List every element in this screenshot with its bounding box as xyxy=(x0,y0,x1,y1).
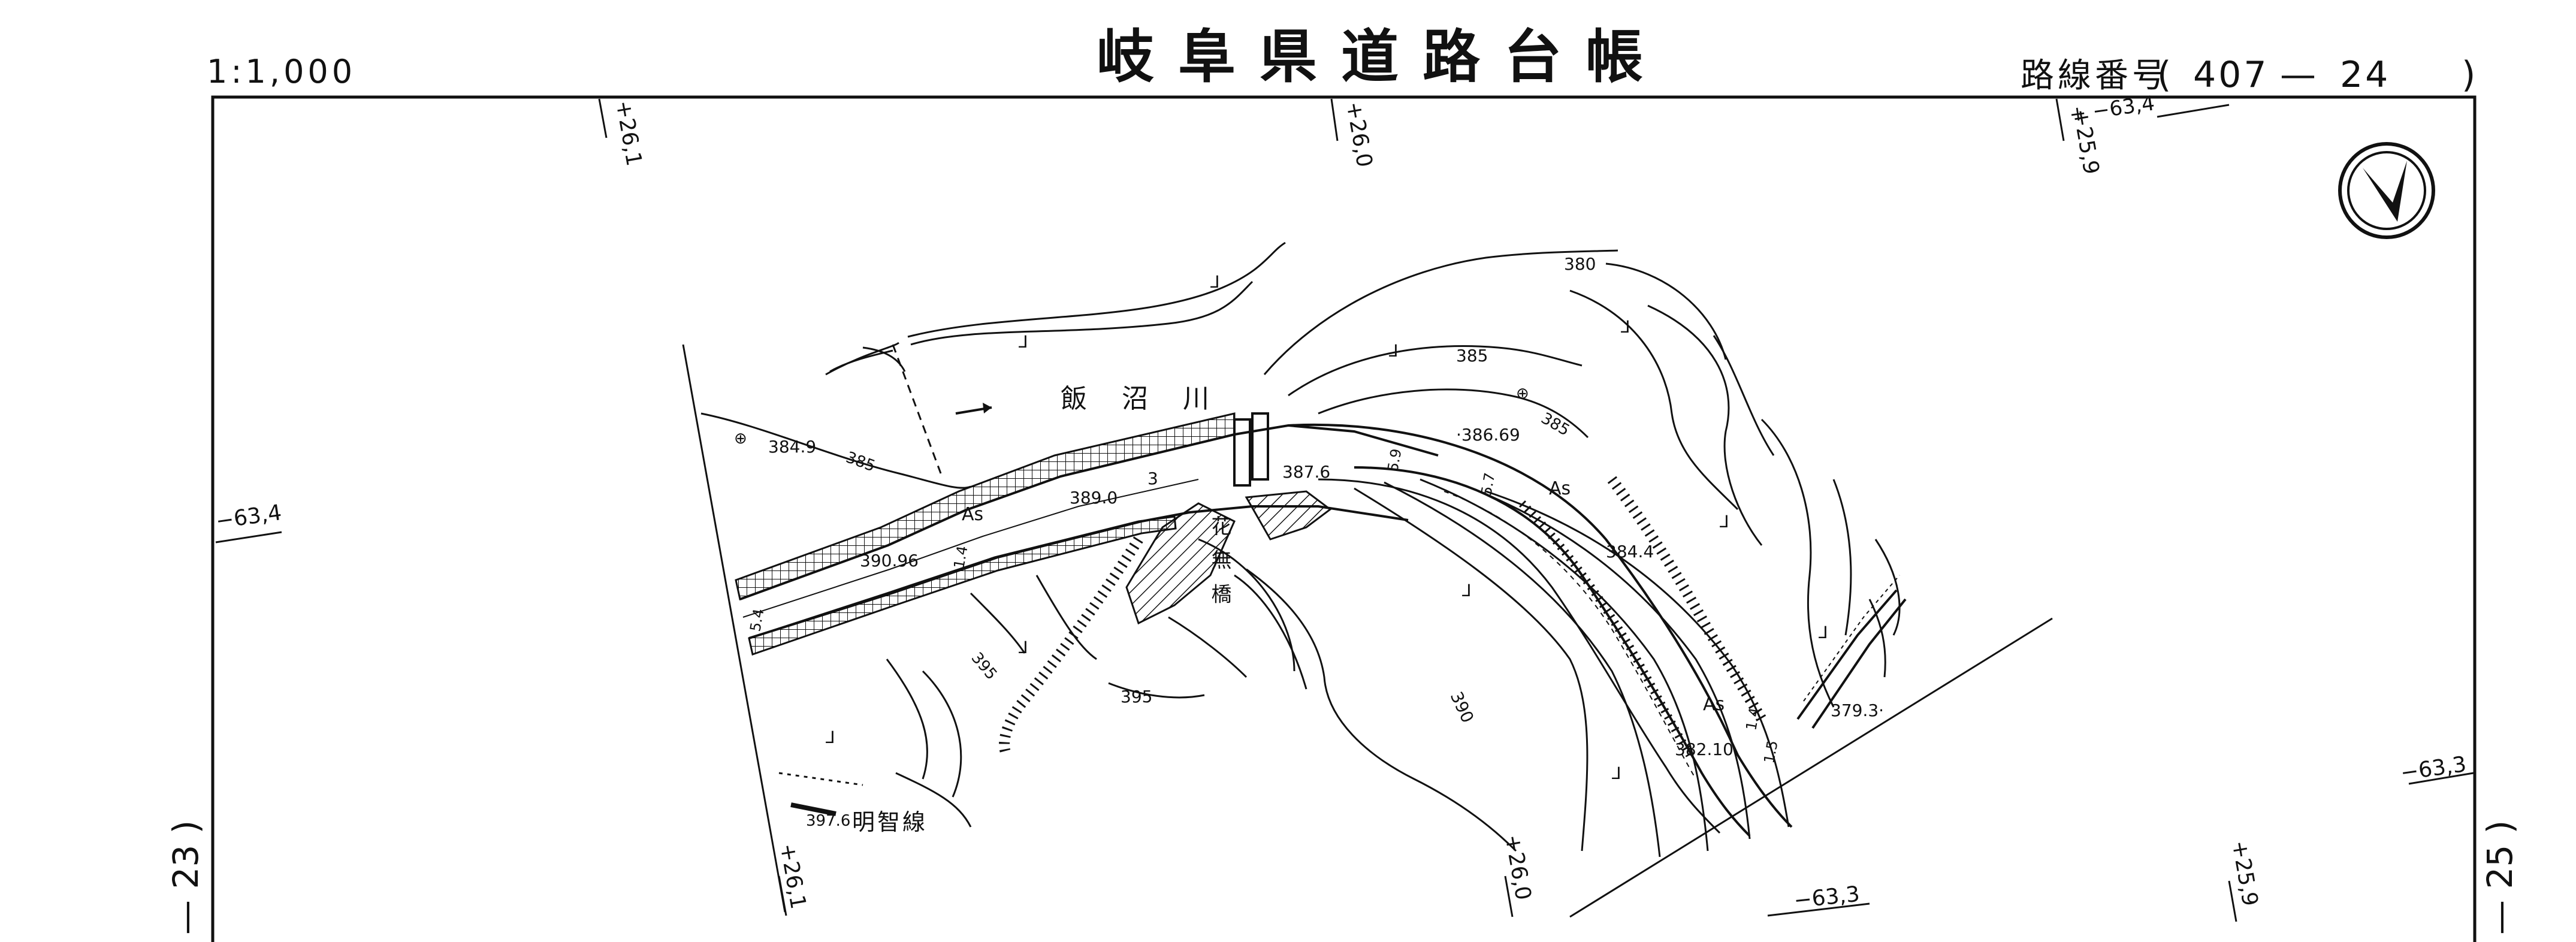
grid-label-top-1: +26,1 xyxy=(611,98,647,168)
grid-label-bottom-2: +26,0 xyxy=(1500,832,1536,902)
pavement-label-2: As xyxy=(1549,478,1571,499)
sheet-title: 岐阜県道路台帳 xyxy=(1097,23,1667,90)
elevation-9: 397.6 xyxy=(806,812,850,830)
sheet-header: 1:1,000 岐阜県道路台帳 路線番号 ( 407 — 24 ) xyxy=(207,23,2475,96)
width-dim-6: 1.5 xyxy=(1760,739,1781,765)
north-arrow-icon xyxy=(2338,142,2435,239)
elevation-6: 384.4 xyxy=(1606,542,1654,561)
vegetation-symbol-2: ⅃ xyxy=(1019,332,1028,352)
contour-label-380: 380 xyxy=(1564,254,1596,274)
width-dim-1: 5.4 xyxy=(747,608,767,633)
tree-symbol-2: ⊕ xyxy=(1516,385,1529,403)
width-dim-4: 5.7 xyxy=(1478,472,1498,497)
route-sheet-number: 24 xyxy=(2340,54,2390,96)
right-sheet-reference: — 25 ) xyxy=(2480,820,2520,935)
elevation-1: 384.9 xyxy=(768,437,816,457)
route-paren-close: ) xyxy=(2462,54,2475,96)
elevation-2: 390.96 xyxy=(860,551,919,570)
scale-label: 1:1,000 xyxy=(207,53,356,90)
route-number: 407 xyxy=(2193,54,2269,96)
elevation-7: 382.10 xyxy=(1675,739,1734,759)
width-dim-2: 1.4 xyxy=(950,545,971,570)
vegetation-symbol-9: ⅃ xyxy=(1612,763,1621,783)
road-network xyxy=(735,403,1907,837)
grid-label-top-2: +26,0 xyxy=(1341,99,1377,169)
grid-labels: +26,1 +26,0 +25,9 + −63,4 −63,4 −63,3 +2… xyxy=(215,91,2474,922)
survey-boundary-lines xyxy=(682,344,2053,918)
vegetation-symbol-3: ⅃ xyxy=(1621,317,1630,337)
vegetation-symbol-1: ⅃ xyxy=(1210,272,1220,292)
width-dim-5: 1.4 xyxy=(1743,707,1763,732)
river-banks xyxy=(829,280,1254,474)
railway-name-label: 明智線 xyxy=(852,809,928,835)
elevation-5: ·386.69 xyxy=(1456,425,1520,445)
bridge-name-label: 花 無 橋 xyxy=(1207,515,1231,608)
pavement-label-1: As xyxy=(962,504,983,525)
vegetation-symbol-6: ⅃ xyxy=(826,727,835,747)
vegetation-symbol-7: ⅃ xyxy=(1019,638,1028,657)
left-sheet-reference: — 23 ) xyxy=(165,820,206,935)
map-frame xyxy=(211,95,2477,942)
route-paren-open: ( xyxy=(2157,54,2171,96)
vegetation-symbol-8: ⅃ xyxy=(1462,581,1472,600)
route-number-label: 路線番号 xyxy=(2021,56,2169,95)
elevation-8: 379.3· xyxy=(1831,701,1884,720)
grid-label-left: −63,4 xyxy=(215,500,283,534)
vegetation-symbol-4: ⅃ xyxy=(1720,512,1729,532)
route-dash: — xyxy=(2280,54,2316,96)
vegetation-symbol-10: ⅃ xyxy=(1389,341,1399,361)
tree-symbol-1: ⊕ xyxy=(734,430,747,448)
road-mark-3: 3 xyxy=(1147,469,1158,488)
contour-label-385-c: 385 xyxy=(1538,409,1573,440)
contour-label-395-b: 395 xyxy=(1121,687,1152,707)
elevation-3: 389.0 xyxy=(1070,488,1118,508)
contour-label-385-b: 385 xyxy=(844,448,878,475)
river-name-label: 飯 沼 川 xyxy=(1061,384,1222,414)
grid-label-bottom-1: +26,1 xyxy=(775,841,811,911)
contour-label-390: 390 xyxy=(1446,689,1478,726)
contour-label-385-a: 385 xyxy=(1456,346,1488,366)
vegetation-symbol-5: ⅃ xyxy=(1819,623,1828,642)
map-labels: 飯 沼 川 花 無 橋 明智線 380 385 385 385 390 395 … xyxy=(734,254,1884,835)
contour-label-395-a: 395 xyxy=(968,649,1001,683)
elevation-4: 387.6 xyxy=(1282,462,1330,482)
width-dim-3: 5.9 xyxy=(1384,448,1405,473)
contour-lines xyxy=(700,241,1901,858)
pavement-label-3: As xyxy=(1703,694,1725,715)
